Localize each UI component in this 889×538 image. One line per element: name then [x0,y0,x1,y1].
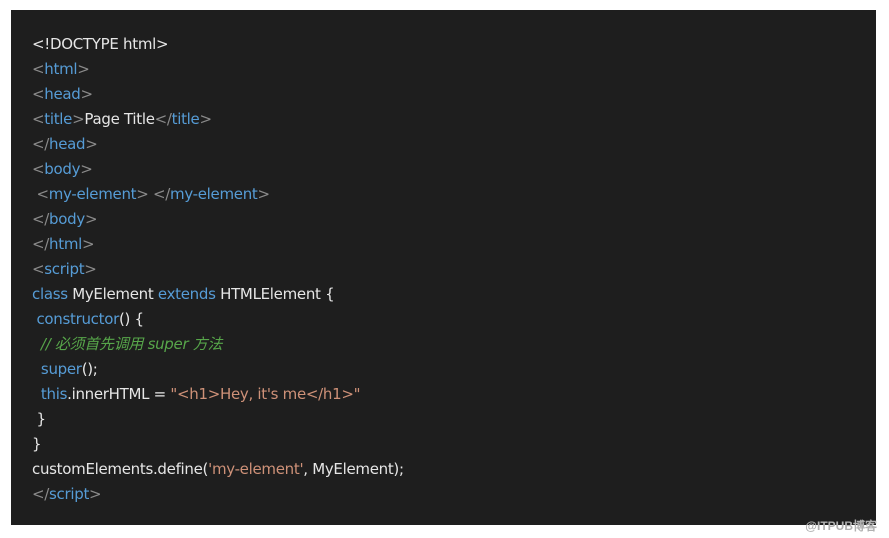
code-token: } [32,435,42,453]
code-token: customElements.define( [32,460,209,478]
code-token: () { [118,310,144,328]
code-line: super(); [32,357,876,382]
code-token: "<h1>Hey, it's me</h1>" [170,385,361,403]
code-line: customElements.define('my-element', MyEl… [32,457,876,482]
code-token: Page Title [84,110,155,128]
code-token: > [84,260,97,278]
code-token: head [49,135,86,153]
code-line: </body> [32,207,876,232]
code-token: </ [154,110,172,128]
code-line: constructor() { [32,307,876,332]
code-line: // 必须首先调用 super 方法 [32,332,876,357]
code-token: > [257,185,271,203]
code-token: < [32,160,45,178]
code-token: < [32,260,45,278]
code-line: <title>Page Title</title> [32,107,876,132]
code-token: extends [157,285,216,303]
code-token: </ [32,210,50,228]
code-token: super [32,360,82,378]
code-line: <html> [32,57,876,82]
code-token: > [72,110,85,128]
code-token: < [32,85,45,103]
code-line: } [32,407,876,432]
watermark: @ITPUB博客 [805,519,877,533]
code-token: < [32,60,45,78]
code-line: class MyElement extends HTMLElement { [32,282,876,307]
code-token: > [199,110,212,128]
code-token: > </ [136,185,171,203]
code-line: } [32,432,876,457]
code-line: <script> [32,257,876,282]
code-token: , MyElement); [303,460,404,478]
code-token: html [49,235,82,253]
code-line: </head> [32,132,876,157]
code-token: head [44,85,81,103]
code-token: this [32,385,68,403]
code-token: body [49,210,85,228]
code-token: > [80,160,93,178]
code-line: <!DOCTYPE html> [32,32,876,57]
code-token: body [44,160,81,178]
code-token: > [77,60,90,78]
code-token: > [85,135,98,153]
code-token: constructor [32,310,119,328]
code-token: > [84,210,98,228]
code-token: HTMLElement { [215,285,335,303]
code-token: 'my-element' [208,460,304,478]
code-line: this.innerHTML = "<h1>Hey, it's me</h1>" [32,382,876,407]
code-line: <my-element> </my-element> [32,182,876,207]
code-token: < [32,185,49,203]
code-token: </ [32,235,50,253]
code-token: script [44,260,85,278]
code-block: <!DOCTYPE html><html><head><title>Page T… [11,10,876,525]
code-token: title [171,110,200,128]
code-token: (); [81,360,98,378]
code-token: // 必须首先调用 super 方法 [32,335,223,353]
code-token: .innerHTML = [67,385,171,403]
code-token: class [32,285,68,303]
code-token: my-element [170,185,258,203]
code-token: > [89,485,102,503]
code-token: my-element [48,185,137,203]
code-token: > [82,235,95,253]
code-token: </ [32,135,50,153]
code-token: script [49,485,90,503]
code-token: <!DOCTYPE html> [32,35,169,53]
code-token: > [80,85,94,103]
code-token: </ [32,485,50,503]
code-line: <head> [32,82,876,107]
code-token: < [32,110,45,128]
code-line: </html> [32,232,876,257]
code-line: </script> [32,482,876,507]
code-token: title [44,110,73,128]
code-line: <body> [32,157,876,182]
code-token: MyElement [67,285,158,303]
code-token: } [32,410,46,428]
code-token: html [44,60,78,78]
